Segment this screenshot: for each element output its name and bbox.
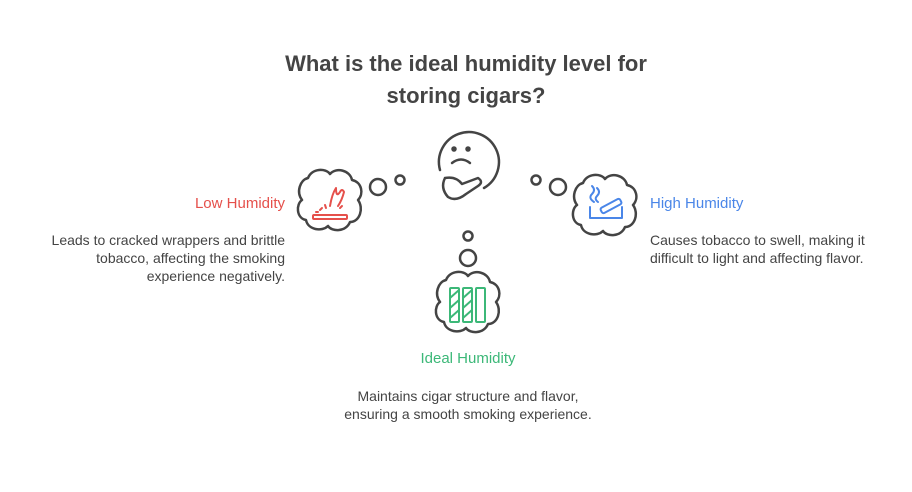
cloud-low — [296, 168, 363, 232]
cigar-box-icon — [449, 287, 486, 323]
high-humidity-description: Causes tobacco to swell, making it diffi… — [650, 232, 865, 266]
high-humidity-label: High Humidity — [650, 195, 744, 212]
burning-cigarette-icon — [312, 187, 348, 220]
thought-bubble-large — [548, 177, 568, 197]
smoking-ashtray-icon — [589, 185, 623, 219]
low-humidity-label: Low Humidity — [194, 195, 285, 212]
thought-bubble-small — [530, 174, 542, 186]
low-humidity-description: Leads to cracked wrappers and brittle to… — [51, 232, 285, 284]
thinking-face-icon — [437, 130, 501, 201]
diagram-title: What is the ideal humidity level for sto… — [285, 51, 647, 108]
thought-bubble-small — [462, 230, 474, 242]
thought-bubble-small — [394, 174, 406, 186]
ideal-humidity-description: Maintains cigar structure and flavor, en… — [344, 388, 592, 422]
ideal-humidity-label: Ideal Humidity — [420, 350, 516, 367]
thought-bubble-large — [458, 248, 478, 268]
thought-bubble-large — [368, 177, 388, 197]
cloud-ideal — [434, 270, 501, 334]
